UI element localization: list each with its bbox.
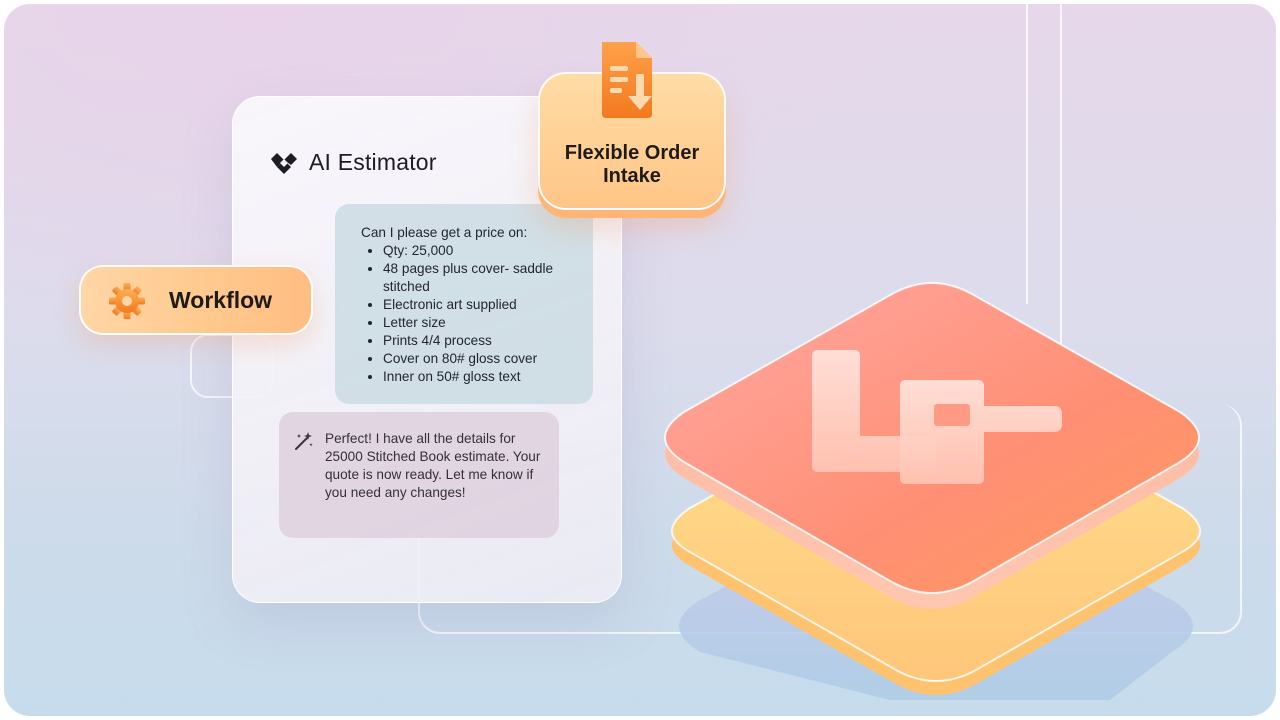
list-item: Letter size xyxy=(383,314,579,332)
glass-vertical-line-2 xyxy=(1060,4,1062,424)
ai-response-bubble: Perfect! I have all the details for 2500… xyxy=(279,412,559,538)
glass-vertical-line-1 xyxy=(1026,4,1028,304)
list-item: Qty: 25,000 xyxy=(383,242,579,260)
document-download-icon xyxy=(602,42,652,118)
user-request-bubble: Can I please get a price on: Qty: 25,000… xyxy=(335,204,593,404)
workflow-badge: Workflow xyxy=(79,265,313,335)
list-item: Inner on 50# gloss text xyxy=(383,368,579,386)
list-item: Prints 4/4 process xyxy=(383,332,579,350)
ai-estimator-card: AI Estimator Can I please get a price on… xyxy=(232,96,622,603)
estimator-logo-icon xyxy=(271,152,297,174)
response-text: Perfect! I have all the details for 2500… xyxy=(325,431,541,500)
request-item-list: Qty: 25,000 48 pages plus cover- saddle … xyxy=(361,242,579,386)
list-item: 48 pages plus cover- saddle stitched xyxy=(383,260,579,296)
brand-header: AI Estimator xyxy=(269,149,437,176)
estimator-logo-emboss-icon xyxy=(812,350,1062,484)
list-item: Electronic art supplied xyxy=(383,296,579,314)
order-intake-label: Flexible Order Intake xyxy=(564,142,700,187)
gear-icon xyxy=(109,283,145,319)
layered-stack-illustration xyxy=(664,282,1201,700)
request-intro: Can I please get a price on: xyxy=(361,225,528,240)
magic-wand-icon xyxy=(295,432,313,450)
list-item: Cover on 80# gloss cover xyxy=(383,350,579,368)
workflow-label: Workflow xyxy=(169,287,273,313)
brand-name: AI Estimator xyxy=(309,149,437,175)
